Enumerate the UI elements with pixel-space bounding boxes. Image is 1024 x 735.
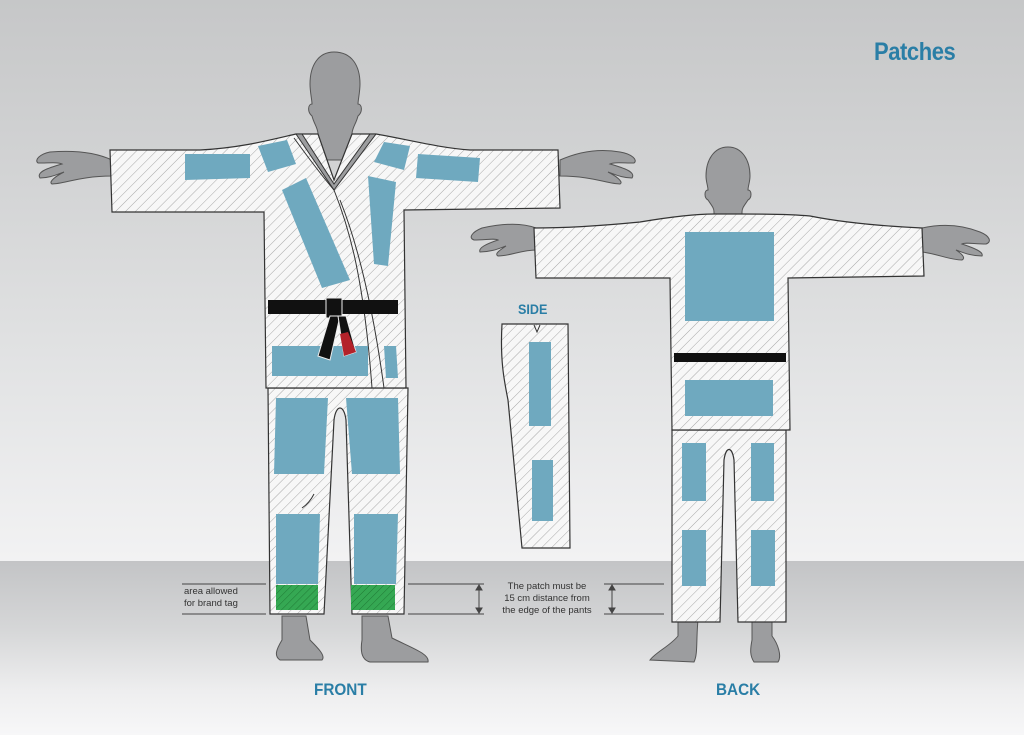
patch-right-sleeve (416, 154, 480, 182)
front-head (298, 51, 370, 161)
brand-tag-left (276, 585, 318, 610)
front-view-label: FRONT (314, 680, 367, 699)
back-patch-lower (685, 380, 773, 416)
distance-guides (408, 583, 664, 615)
brand-tag-note-line1: area allowed (184, 586, 238, 597)
patch-right-shin (354, 514, 398, 584)
side-view-label: SIDE (518, 301, 548, 317)
patch-lower-skirt-right (384, 346, 398, 378)
distance-note-line3: the edge of the pants (502, 605, 592, 616)
back-belt (674, 353, 786, 362)
side-patch-upper (529, 342, 551, 426)
side-figure (500, 323, 571, 549)
side-patch-lower (532, 460, 553, 521)
background-upper (0, 0, 1024, 561)
page-title: Patches (874, 38, 956, 66)
front-left-foot (275, 615, 324, 661)
front-left-hand (36, 150, 113, 185)
front-figure (36, 51, 636, 663)
back-left-foot (649, 619, 699, 663)
distance-note: The patch must be 15 cm distance from th… (496, 581, 598, 617)
patch-left-shoulder (258, 140, 296, 172)
back-patch-left-calf (682, 530, 706, 586)
back-patch-right-calf (751, 530, 775, 586)
distance-note-line1: The patch must be (507, 581, 587, 592)
patch-left-lapel (282, 178, 350, 288)
distance-note-line2: 15 cm distance from (504, 593, 590, 604)
back-right-foot (750, 619, 781, 663)
front-belt (268, 297, 398, 361)
brand-tag-note-line2: for brand tag (184, 598, 238, 609)
patch-left-sleeve (185, 154, 250, 180)
brand-tag-right (351, 585, 395, 610)
background-floor (0, 561, 1024, 735)
patch-left-thigh (274, 398, 328, 474)
patch-right-thigh (346, 398, 400, 474)
back-patch-upper (685, 232, 774, 321)
patch-left-shin (276, 514, 320, 584)
front-right-foot (360, 615, 429, 663)
patch-right-lapel (368, 176, 396, 266)
patch-right-shoulder (374, 142, 410, 170)
back-view-label: BACK (716, 680, 761, 699)
back-patch-left-thigh (682, 443, 706, 501)
belt-red-tip (340, 332, 356, 356)
brand-tag-note: area allowed for brand tag (184, 586, 238, 610)
back-jacket (533, 213, 925, 431)
front-pants-patches (274, 398, 400, 610)
front-right-hand (559, 149, 636, 185)
back-left-hand (470, 223, 537, 257)
back-right-hand (921, 224, 990, 261)
back-head (704, 146, 752, 215)
brand-tag-guides (182, 583, 266, 615)
back-patch-right-thigh (751, 443, 774, 501)
back-figure (470, 146, 990, 663)
